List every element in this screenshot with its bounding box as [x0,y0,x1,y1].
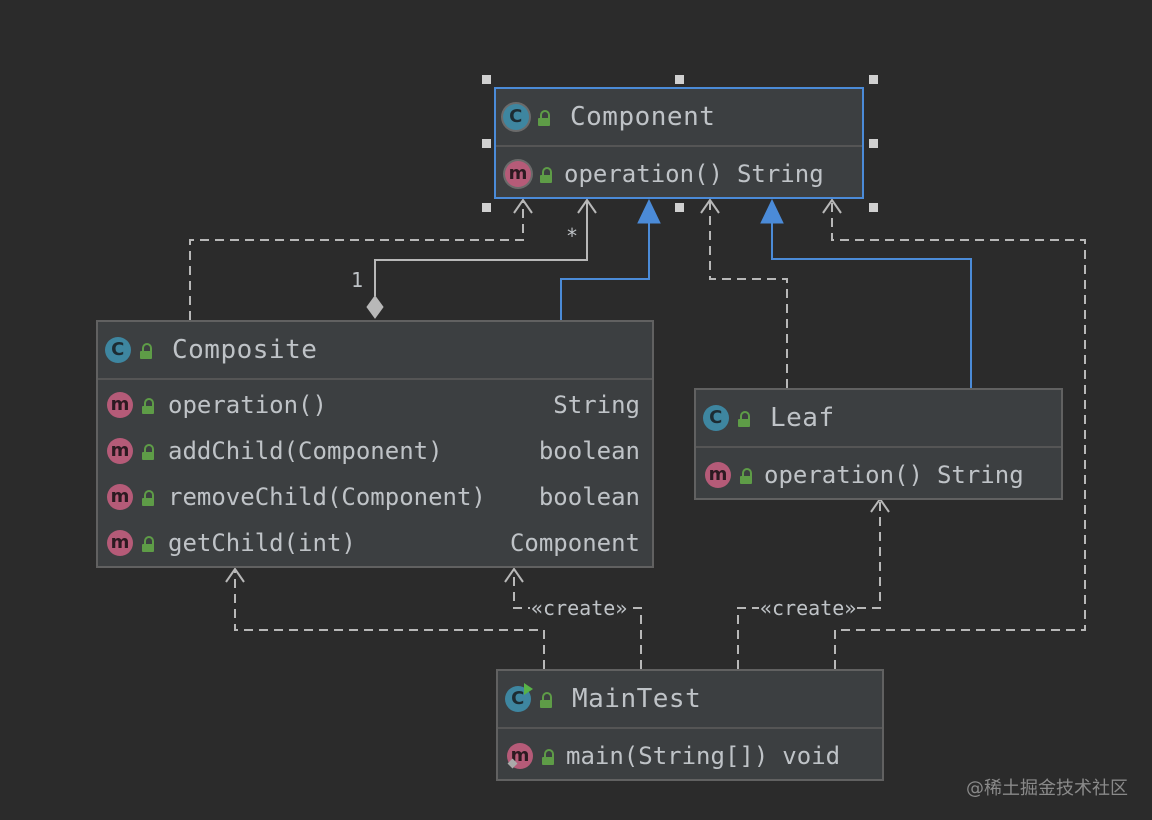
maintest-create-leaf-line [737,501,881,669]
class-header: C Composite [98,322,652,380]
public-lock-icon [140,343,152,359]
composite-dependency-line [189,202,524,320]
method-name: operation() [564,160,723,188]
leaf-inheritance-arrow [760,198,784,224]
method-row[interactable]: m main(String[]) void [498,729,882,783]
aggregation-line [374,202,588,296]
maintest-component-line [831,202,1086,669]
method-name: getChild(int) [168,529,356,557]
public-lock-icon [540,692,552,708]
class-icon: C [703,405,729,431]
method-icon: m [705,462,731,488]
multiplicity-one-label: 1 [351,268,364,292]
maintest-create-composite-line [513,571,642,669]
maintest-composite-arrowhead [225,567,245,583]
method-type: boolean [538,483,640,511]
maintest-composite-line [234,571,545,669]
selection-handle[interactable] [482,75,491,84]
aggregation-diamond [366,295,384,319]
method-name: main(String[]) [566,742,769,770]
leaf-inheritance-line [771,222,972,388]
public-lock-icon [540,167,552,183]
method-name: operation() [168,391,327,419]
class-icon: C [505,686,531,712]
aggregation-arrowhead [577,198,597,214]
public-lock-icon [740,468,752,484]
selection-handle[interactable] [482,203,491,212]
public-lock-icon [542,749,554,765]
selection-handle[interactable] [482,139,491,148]
class-name: MainTest [572,684,702,714]
composite-dependency-arrowhead [513,198,533,214]
method-icon: m [107,484,133,510]
class-header: C Component [496,89,862,147]
method-type: void [782,742,841,770]
class-icon: C [105,337,131,363]
create-stereotype-label: «create» [530,596,629,620]
method-icon: m [507,743,533,769]
method-icon: m [107,392,133,418]
selection-handle[interactable] [675,203,684,212]
method-row[interactable]: m operation() String [696,448,1061,502]
leaf-dependency-line [709,202,788,388]
method-name: removeChild(Component) [168,483,486,511]
selection-handle[interactable] [869,139,878,148]
selection-handle[interactable] [675,75,684,84]
method-row[interactable]: m addChild(Component) boolean [98,428,652,474]
method-type: String [736,160,824,188]
maintest-component-arrowhead [822,198,842,214]
public-lock-icon [538,110,550,126]
class-leaf[interactable]: C Leaf m operation() String [694,388,1063,500]
method-type: String [553,391,640,419]
method-name: addChild(Component) [168,437,443,465]
method-icon: m [107,530,133,556]
method-type: boolean [538,437,640,465]
composite-inheritance-line [560,222,650,320]
method-row[interactable]: m removeChild(Component) boolean [98,474,652,520]
class-name: Component [570,102,716,132]
leaf-dependency-arrowhead [700,198,720,214]
public-lock-icon [142,398,154,414]
composite-inheritance-arrow [637,198,661,224]
method-icon: m [107,438,133,464]
class-composite[interactable]: C Composite m operation() String m addCh… [96,320,654,568]
public-lock-icon [142,536,154,552]
maintest-create-composite-arrowhead [504,567,524,583]
class-name: Leaf [770,403,835,433]
run-icon [524,683,533,695]
watermark: @稀土掘金技术社区 [966,778,1128,799]
class-header: C Leaf [696,390,1061,448]
class-header: C MainTest [498,671,882,729]
method-type: String [936,461,1024,489]
method-row[interactable]: m getChild(int) Component [98,520,652,566]
class-component[interactable]: C Component m operation() String [494,87,864,199]
selection-handle[interactable] [869,75,878,84]
selection-handle[interactable] [869,203,878,212]
multiplicity-many-label: * [566,224,579,248]
class-icon: C [503,104,529,130]
public-lock-icon [142,444,154,460]
public-lock-icon [738,411,750,427]
method-row[interactable]: m operation() String [98,382,652,428]
class-maintest[interactable]: C MainTest m main(String[]) void [496,669,884,781]
create-stereotype-label: «create» [759,596,858,620]
public-lock-icon [142,490,154,506]
method-icon: m [505,161,531,187]
class-name: Composite [172,335,318,365]
method-type: Component [509,529,640,557]
method-name: operation() [764,461,923,489]
method-row[interactable]: m operation() String [496,147,862,201]
